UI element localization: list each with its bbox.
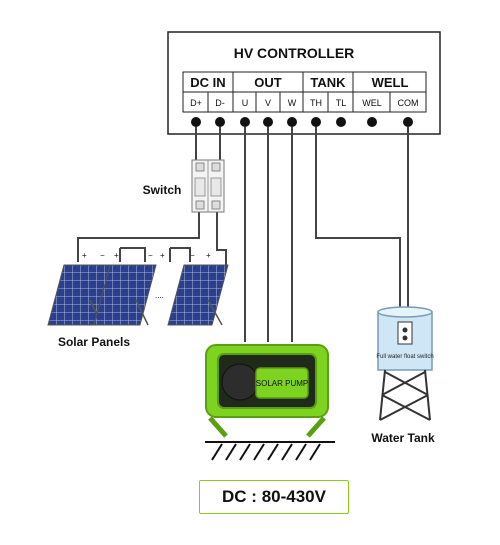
float-switch-label: Full water float switch bbox=[376, 354, 433, 360]
svg-text:+: + bbox=[160, 251, 165, 260]
panel-polarity-signs: + − + − + − + bbox=[82, 251, 211, 260]
svg-text:+: + bbox=[114, 251, 119, 260]
terminal-screws bbox=[191, 117, 413, 127]
terminal-u: U bbox=[242, 98, 249, 108]
solar-panel-3 bbox=[167, 264, 229, 326]
svg-text:+: + bbox=[82, 251, 87, 260]
terminal-wel: WEL bbox=[362, 98, 382, 108]
svg-text:−: − bbox=[190, 251, 195, 260]
water-tank-label: Water Tank bbox=[371, 431, 435, 445]
group-tank: TANK bbox=[310, 75, 346, 90]
panel-ellipsis: .... bbox=[155, 291, 164, 300]
pump-brand: SOLAR PUMP bbox=[256, 379, 308, 388]
svg-text:+: + bbox=[206, 251, 211, 260]
controller-title: HV CONTROLLER bbox=[234, 45, 355, 61]
terminal-d-plus: D+ bbox=[190, 98, 202, 108]
svg-text:−: − bbox=[148, 251, 153, 260]
terminal-w: W bbox=[288, 98, 297, 108]
dc-voltage-spec: DC : 80-430V bbox=[199, 480, 349, 514]
water-tank: Full water float switch bbox=[376, 306, 434, 421]
svg-text:−: − bbox=[100, 251, 105, 260]
solar-pump: SOLAR PUMP bbox=[205, 344, 329, 438]
solar-panel-1 bbox=[47, 264, 111, 326]
terminal-tl: TL bbox=[336, 98, 347, 108]
terminal-th: TH bbox=[310, 98, 322, 108]
ground-symbol bbox=[205, 441, 335, 461]
group-dc-in: DC IN bbox=[190, 75, 225, 90]
wires bbox=[77, 127, 409, 342]
solar-panels: .... bbox=[47, 264, 229, 326]
group-out: OUT bbox=[254, 75, 282, 90]
solar-panel-2 bbox=[93, 264, 157, 326]
switch-label: Switch bbox=[143, 183, 182, 197]
terminal-v: V bbox=[265, 98, 271, 108]
hv-controller: HV CONTROLLER DC IN OUT TANK WELL D+ D- … bbox=[167, 31, 441, 135]
tank-tower bbox=[379, 369, 431, 421]
solar-panels-label: Solar Panels bbox=[58, 335, 130, 349]
group-well: WELL bbox=[372, 75, 409, 90]
terminal-com: COM bbox=[398, 98, 419, 108]
terminal-d-minus: D- bbox=[215, 98, 225, 108]
switch-breaker bbox=[191, 159, 225, 213]
float-switch bbox=[397, 321, 413, 345]
